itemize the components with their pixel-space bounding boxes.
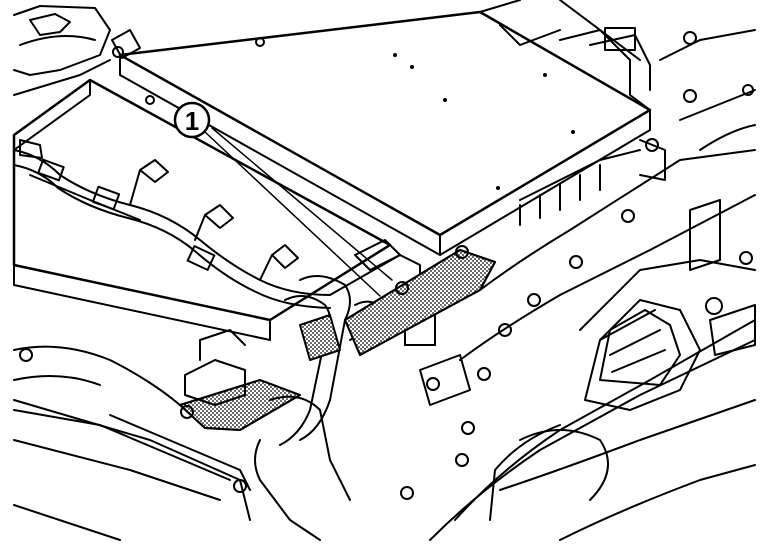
- upper-module-rivets: [393, 53, 575, 190]
- lower-left-housing: [13, 395, 351, 541]
- lower-right-panel: [499, 399, 756, 541]
- bolts: [19, 31, 754, 500]
- lower-bracket: [13, 329, 251, 491]
- wire-harness: [13, 139, 331, 309]
- upper-left-body-panel: [13, 5, 111, 96]
- lower-left-battery-module: [12, 78, 392, 341]
- callout-1-label: 1: [185, 106, 199, 136]
- callout-1: 1: [173, 101, 211, 139]
- highlighted-bracket: [179, 249, 496, 431]
- callout-leader-lines: [204, 127, 393, 297]
